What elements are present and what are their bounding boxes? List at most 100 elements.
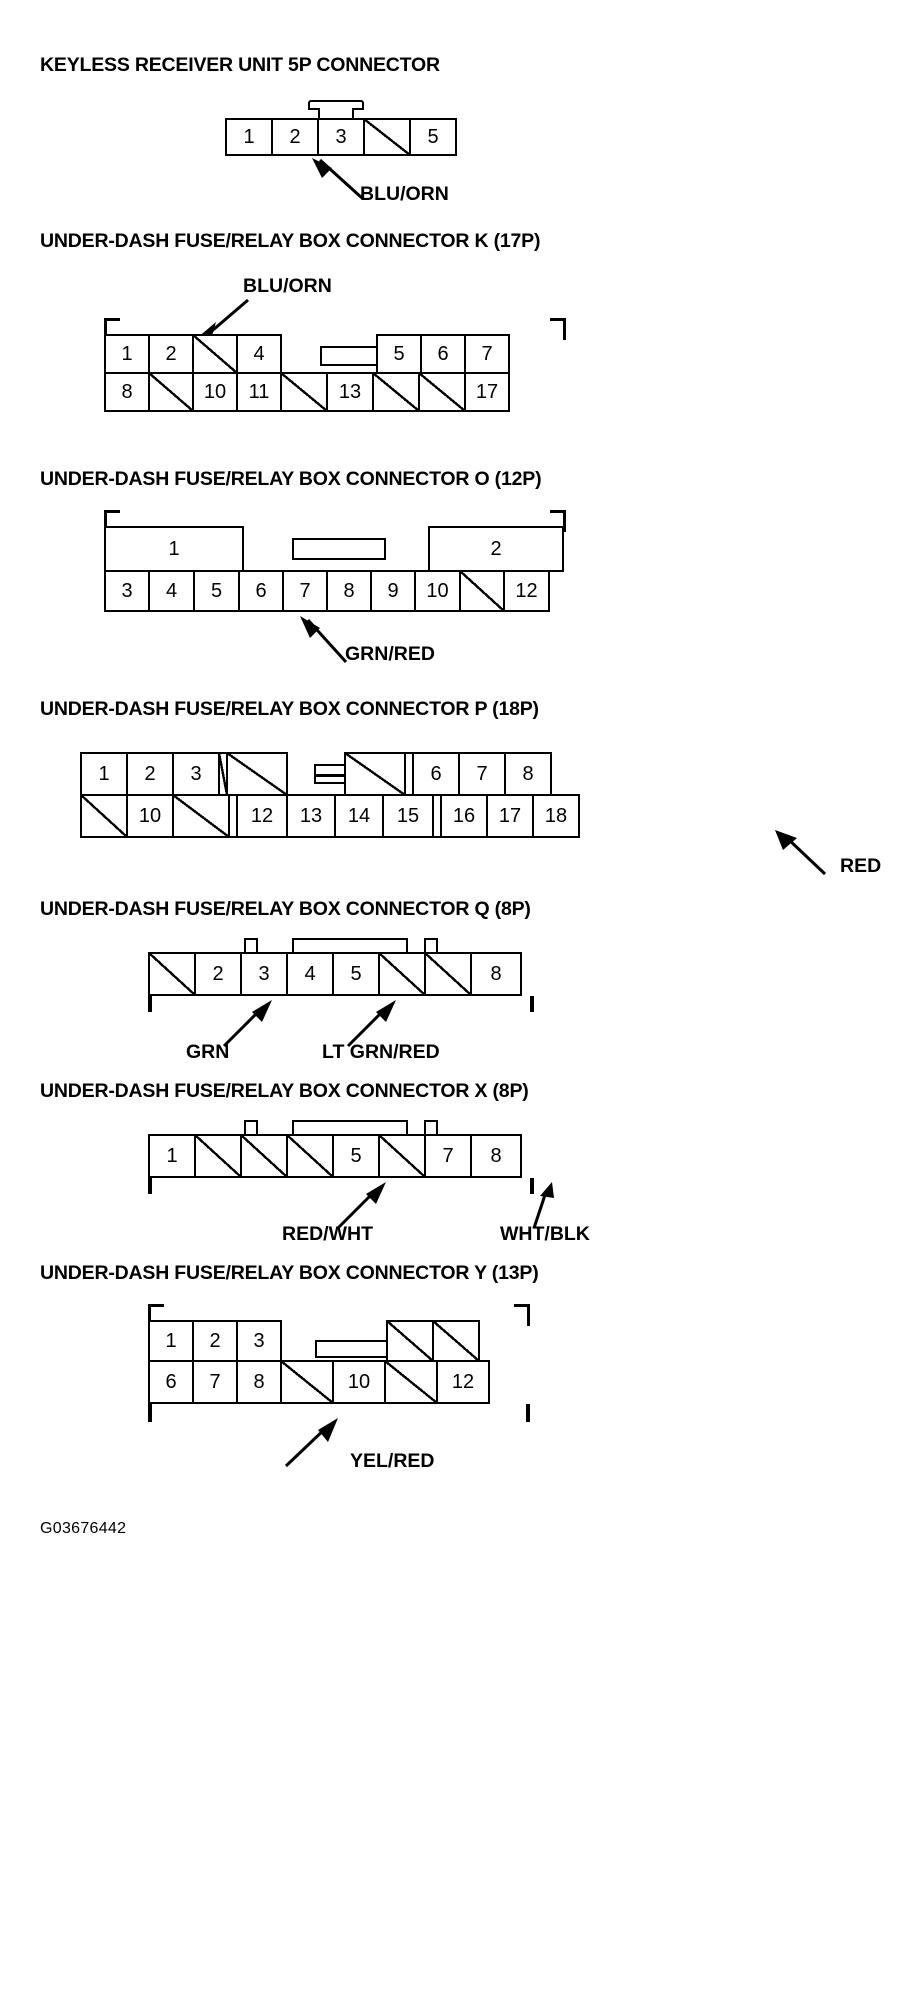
shell-left-foot xyxy=(148,1178,152,1194)
pin-cell[interactable]: 3 xyxy=(317,118,365,156)
pin-cell[interactable]: 1 xyxy=(104,334,150,374)
pin-cell[interactable]: 6 xyxy=(148,1360,194,1404)
connector-p-18p: 1 2 3 6 7 8 10 12 13 14 15 16 17 18 xyxy=(80,742,580,838)
pin-cell[interactable]: 2 xyxy=(428,526,564,572)
pin-cell[interactable]: 7 xyxy=(464,334,510,374)
pin-cell-blank xyxy=(148,372,194,412)
pin-cell[interactable]: 6 xyxy=(238,570,284,612)
pin-cell[interactable]: 8 xyxy=(104,372,150,412)
pin-cell-blank xyxy=(384,1360,438,1404)
pin-cell[interactable]: 12 xyxy=(503,570,550,612)
pin-cell[interactable]: 10 xyxy=(192,372,238,412)
pin-cell[interactable]: 4 xyxy=(148,570,195,612)
pin-cell[interactable]: 4 xyxy=(286,952,334,996)
heading-connector-p-18p: UNDER-DASH FUSE/RELAY BOX CONNECTOR P (1… xyxy=(40,698,539,720)
pin-row-top: 1 2 3 6 7 8 xyxy=(80,752,580,796)
shell-right-notch xyxy=(563,510,566,532)
pin-cell[interactable]: 10 xyxy=(332,1360,386,1404)
heading-connector-k-17p: UNDER-DASH FUSE/RELAY BOX CONNECTOR K (1… xyxy=(40,230,541,252)
pin-cell[interactable]: 13 xyxy=(286,794,336,838)
wire-label-wht-blk-connector-x: WHT/BLK xyxy=(500,1223,590,1245)
pin-cell-blank xyxy=(172,794,230,838)
pin-row-bottom: 8 10 11 13 17 xyxy=(104,372,510,412)
pin-cell-blank xyxy=(424,952,472,996)
pin-cell[interactable]: 3 xyxy=(236,1320,282,1362)
connector-q-8p: 2 3 4 5 8 xyxy=(148,938,534,1012)
pin-cell[interactable]: 8 xyxy=(326,570,372,612)
pin-cell[interactable]: 10 xyxy=(126,794,174,838)
pin-cell[interactable]: 17 xyxy=(464,372,510,412)
connector-keyless-receiver-5p: 1 2 3 5 xyxy=(225,100,457,156)
wire-pointer-arrow xyxy=(346,1000,396,1048)
pin-cell[interactable]: 13 xyxy=(326,372,374,412)
pin-cell[interactable]: 7 xyxy=(192,1360,238,1404)
figure-code: G03676442 xyxy=(40,1520,127,1537)
pin-cell-blank xyxy=(378,1134,426,1178)
shell-left-notch xyxy=(104,510,107,532)
shell-left-notch-top xyxy=(104,318,120,321)
pin-cell[interactable]: 2 xyxy=(271,118,319,156)
pin-cell[interactable]: 11 xyxy=(236,372,282,412)
wire-label-red-connector-p: RED xyxy=(840,855,882,877)
pin-cell[interactable]: 7 xyxy=(458,752,506,796)
pin-cell[interactable]: 8 xyxy=(236,1360,282,1404)
heading-connector-q-8p: UNDER-DASH FUSE/RELAY BOX CONNECTOR Q (8… xyxy=(40,898,531,920)
pin-cell[interactable]: 1 xyxy=(104,526,244,572)
pin-cell[interactable]: 2 xyxy=(126,752,174,796)
wire-pointer-arrow xyxy=(532,1182,554,1229)
pin-row-top: 1 2 4 5 6 7 xyxy=(104,334,510,374)
heading-connector-y-13p: UNDER-DASH FUSE/RELAY BOX CONNECTOR Y (1… xyxy=(40,1262,539,1284)
pin-row-gap xyxy=(288,752,346,796)
connector-y-13p: 1 2 3 6 7 8 10 12 xyxy=(148,1304,530,1422)
pin-cell[interactable]: 5 xyxy=(409,118,457,156)
shell-right-notch-top xyxy=(550,318,566,321)
wire-pointer-arrow xyxy=(336,1182,386,1230)
pin-row-gap xyxy=(282,334,378,374)
pin-cell[interactable]: 3 xyxy=(172,752,220,796)
pin-cell[interactable]: 2 xyxy=(194,952,242,996)
pin-cell[interactable]: 10 xyxy=(414,570,461,612)
pin-cell[interactable]: 5 xyxy=(376,334,422,374)
pin-cell[interactable]: 15 xyxy=(382,794,434,838)
pin-cell-blank xyxy=(363,118,411,156)
pin-cell[interactable]: 8 xyxy=(504,752,552,796)
shell-left-foot xyxy=(148,996,152,1012)
pin-cell[interactable]: 1 xyxy=(148,1134,196,1178)
wire-label-grn-connector-q: GRN xyxy=(186,1041,230,1063)
pin-cell[interactable]: 2 xyxy=(148,334,194,374)
pin-cell[interactable]: 1 xyxy=(148,1320,194,1362)
pin-cell[interactable]: 6 xyxy=(412,752,460,796)
pin-cell[interactable]: 4 xyxy=(236,334,282,374)
pin-cell[interactable]: 1 xyxy=(80,752,128,796)
pin-cell[interactable]: 5 xyxy=(332,1134,380,1178)
pin-cell[interactable]: 3 xyxy=(240,952,288,996)
shell-left-notch xyxy=(104,318,107,340)
pin-cell[interactable]: 5 xyxy=(332,952,380,996)
heading-connector-o-12p: UNDER-DASH FUSE/RELAY BOX CONNECTOR O (1… xyxy=(40,468,542,490)
pin-cell[interactable]: 7 xyxy=(424,1134,472,1178)
pin-cell[interactable]: 1 xyxy=(225,118,273,156)
pin-cell[interactable]: 12 xyxy=(236,794,288,838)
pin-cell[interactable]: 14 xyxy=(334,794,384,838)
pin-cell[interactable]: 12 xyxy=(436,1360,490,1404)
shell-right-notch-top xyxy=(514,1304,530,1307)
pin-cell-blank xyxy=(459,570,505,612)
pin-cell[interactable]: 5 xyxy=(193,570,240,612)
pin-cell[interactable]: 17 xyxy=(486,794,534,838)
pin-cell[interactable]: 8 xyxy=(470,952,522,996)
pin-cell[interactable]: 7 xyxy=(282,570,328,612)
pin-row-bottom: 3 4 5 6 7 8 9 10 12 xyxy=(104,570,564,612)
wire-pointer-arrow xyxy=(284,1418,338,1468)
pin-row-gap xyxy=(282,1320,388,1362)
pin-cell[interactable]: 3 xyxy=(104,570,150,612)
pin-cell[interactable]: 16 xyxy=(440,794,488,838)
shell-right-foot xyxy=(530,996,534,1012)
wire-label-grn-red-connector-o: GRN/RED xyxy=(345,643,435,665)
pin-cell[interactable]: 8 xyxy=(470,1134,522,1178)
pin-cell[interactable]: 18 xyxy=(532,794,580,838)
pin-cell[interactable]: 6 xyxy=(420,334,466,374)
pin-row-top: 1 2 3 xyxy=(148,1320,490,1362)
pin-cell[interactable]: 2 xyxy=(192,1320,238,1362)
connector-k-17p: 1 2 4 5 6 7 8 10 11 13 17 xyxy=(104,318,566,412)
pin-cell[interactable]: 9 xyxy=(370,570,416,612)
